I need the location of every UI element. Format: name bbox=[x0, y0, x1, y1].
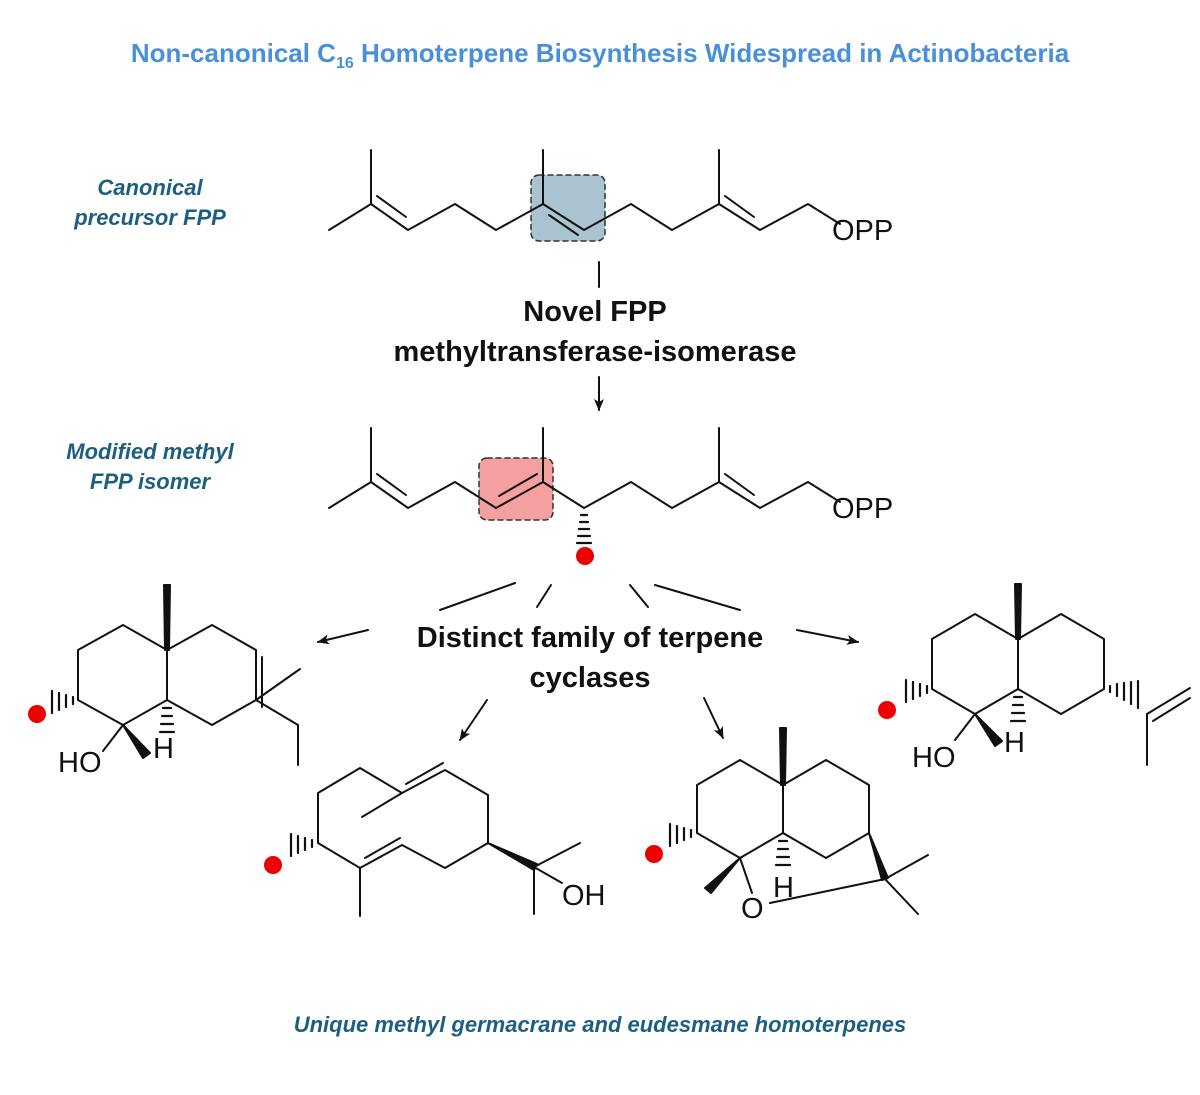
methyl-dot bbox=[878, 701, 896, 719]
opp-label: OPP bbox=[832, 215, 893, 247]
methyl-fpp-isomer-structure bbox=[328, 427, 841, 545]
reaction-arrow-right bbox=[796, 629, 859, 645]
reaction-arrow-left bbox=[317, 629, 369, 645]
hydroxyl-label: HO bbox=[58, 747, 102, 779]
hydroxyl-label: OH bbox=[562, 880, 606, 912]
methyl-dot bbox=[28, 705, 46, 723]
bridged-ether-product bbox=[668, 727, 929, 915]
opp-label: OPP bbox=[832, 493, 893, 525]
reaction-arrow-down-right bbox=[703, 697, 724, 739]
label-line: FPP isomer bbox=[89, 469, 211, 494]
canonical-precursor-label: Canonical precursor FPP bbox=[30, 173, 270, 233]
cyclase-label: Distinct family of terpene cyclases bbox=[330, 618, 850, 698]
enzyme-line: Novel FPP bbox=[523, 296, 667, 328]
branch-stroke bbox=[654, 584, 741, 611]
ether-oxygen-label: O bbox=[741, 893, 764, 925]
title-text-rest: Homoterpene Biosynthesis Widespread in A… bbox=[353, 38, 1070, 68]
modified-isomer-label: Modified methyl FPP isomer bbox=[20, 437, 280, 497]
label-line: Modified methyl bbox=[66, 439, 234, 464]
methyl-dot bbox=[645, 845, 663, 863]
hydroxyl-label: HO bbox=[912, 742, 956, 774]
fpp-structure bbox=[328, 149, 841, 242]
branch-stroke bbox=[536, 584, 552, 608]
fpp-double-bond-highlight bbox=[530, 174, 606, 242]
enzyme-line: methyltransferase-isomerase bbox=[393, 336, 797, 368]
label-line: Canonical bbox=[97, 175, 203, 200]
right-eudesmane-product bbox=[904, 583, 1191, 766]
germacrane-product bbox=[289, 762, 581, 917]
reaction-arrow-down-left bbox=[459, 699, 488, 741]
methyl-dot bbox=[576, 547, 594, 565]
methyltransferase-label: Novel FPP methyltransferase-isomerase bbox=[330, 292, 860, 372]
hydrogen-label: H bbox=[153, 733, 174, 765]
label-line: precursor FPP bbox=[74, 205, 226, 230]
enzyme-line: Distinct family of terpene bbox=[416, 622, 764, 654]
left-eudesmane-product bbox=[50, 584, 301, 766]
page-title: Non-canonical C16 Homoterpene Biosynthes… bbox=[0, 38, 1200, 73]
branch-stroke bbox=[629, 584, 649, 608]
hydrogen-label: H bbox=[773, 872, 794, 904]
enzyme-line: cyclases bbox=[529, 662, 651, 694]
hydrogen-label: H bbox=[1004, 727, 1025, 759]
isomer-double-bond-highlight bbox=[478, 457, 554, 521]
branch-stroke bbox=[439, 582, 516, 611]
methyl-dot bbox=[264, 856, 282, 874]
footer-caption: Unique methyl germacrane and eudesmane h… bbox=[293, 1012, 907, 1037]
title-text: Non-canonical C bbox=[130, 38, 336, 68]
title-subscript: 16 bbox=[335, 55, 354, 73]
